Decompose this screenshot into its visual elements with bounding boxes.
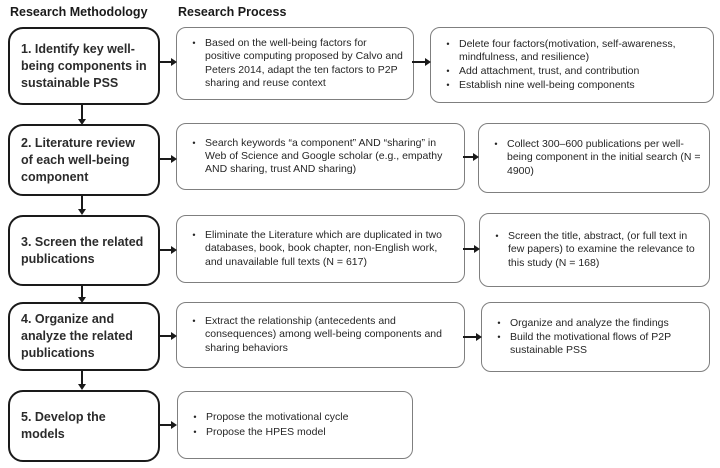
arrow-down-icon [77,104,87,125]
bullet-icon: • [446,80,450,91]
process-2-bullet-1: Search keywords “a component” AND “shari… [205,136,443,176]
list-item: • Screen the title, abstract, (or full t… [486,230,701,270]
arrow-right-icon [159,245,177,255]
arrow-right-icon [463,332,482,342]
outcome-3-bullet-1: Screen the title, abstract, (or full tex… [508,230,695,269]
process-5-bullet-2: Propose the HPES model [206,425,326,438]
process-1-box: • Based on the well-being factors for po… [176,27,414,100]
arrow-down-icon [77,370,87,390]
step-1-box: 1. Identify key well-being components in… [8,27,160,105]
list-item: • Extract the relationship (antecedents … [183,315,456,355]
bullet-icon: • [446,66,450,76]
arrow-right-icon [159,331,177,341]
list-item: • Eliminate the Literature which are dup… [183,229,456,269]
list-item: • Build the motivational flows of P2P su… [488,331,701,357]
arrow-right-icon [159,57,177,67]
step-2-box: 2. Literature review of each well-being … [8,124,160,196]
outcome-2-box: • Collect 300–600 publications per well-… [478,123,710,193]
process-3-bullet-1: Eliminate the Literature which are dupli… [205,229,442,268]
process-5-bullet-1: Propose the motivational cycle [206,411,349,424]
arrow-right-icon [463,244,480,254]
list-item: • Organize and analyze the findings [488,317,701,330]
list-item: • Add attachment, trust, and contributio… [437,65,705,78]
outcome-1-bullet-1: Delete four factors(motivation, self-awa… [459,37,676,63]
list-item: • Establish nine well-being components [437,79,705,92]
bullet-icon: • [192,137,196,148]
process-4-bullet-1: Extract the relationship (antecedents an… [205,315,442,354]
outcome-3-box: • Screen the title, abstract, (or full t… [479,213,710,287]
list-item: • Collect 300–600 publications per well-… [485,138,701,178]
outcome-1-bullet-2: Add attachment, trust, and contribution [459,65,640,77]
process-5-box: • Propose the motivational cycle • Propo… [177,391,413,459]
bullet-icon: • [495,231,499,242]
bullet-icon: • [192,230,196,241]
bullet-icon: • [494,139,498,150]
bullet-icon: • [497,331,501,342]
step-4-label: 4. Organize and analyze the related publ… [21,312,133,360]
process-2-box: • Search keywords “a component” AND “sha… [176,123,465,190]
step-2-label: 2. Literature review of each well-being … [21,135,135,184]
column-header-methodology: Research Methodology [10,5,148,19]
arrow-right-icon [463,152,479,162]
process-1-bullet-1: Based on the well-being factors for posi… [205,37,403,89]
bullet-icon: • [192,38,196,49]
arrow-right-icon [159,420,177,430]
bullet-icon: • [192,316,196,327]
column-header-process: Research Process [178,5,287,19]
arrow-down-icon [77,285,87,303]
list-item: • Based on the well-being factors for po… [183,37,405,90]
bullet-icon: • [446,38,450,49]
step-3-box: 3. Screen the related publications [8,215,160,286]
step-1-label: 1. Identify key well-being components in… [21,41,147,90]
bullet-icon: • [193,412,197,423]
arrow-right-icon [159,154,177,164]
bullet-icon: • [497,317,501,328]
outcome-4-bullet-1: Organize and analyze the findings [510,316,669,329]
outcome-1-box: • Delete four factors(motivation, self-a… [430,27,714,103]
outcome-2-bullet-1: Collect 300–600 publications per well-be… [507,138,701,177]
outcome-1-bullet-3: Establish nine well-being components [459,79,635,92]
list-item: • Delete four factors(motivation, self-a… [437,38,705,64]
arrow-down-icon [77,195,87,215]
bullet-icon: • [193,426,197,437]
list-item: • Propose the motivational cycle [184,411,404,424]
step-3-label: 3. Screen the related publications [21,234,144,266]
outcome-4-bullet-2: Build the motivational flows of P2P sust… [510,330,671,357]
arrow-right-icon [412,57,431,67]
list-item: • Propose the HPES model [184,426,404,439]
step-4-box: 4. Organize and analyze the related publ… [8,302,160,371]
step-5-box: 5. Develop the models [8,390,160,462]
list-item: • Search keywords “a component” AND “sha… [183,137,456,177]
process-3-box: • Eliminate the Literature which are dup… [176,215,465,283]
outcome-4-box: • Organize and analyze the findings • Bu… [481,302,710,372]
process-4-box: • Extract the relationship (antecedents … [176,302,465,368]
step-5-label: 5. Develop the models [21,410,106,441]
